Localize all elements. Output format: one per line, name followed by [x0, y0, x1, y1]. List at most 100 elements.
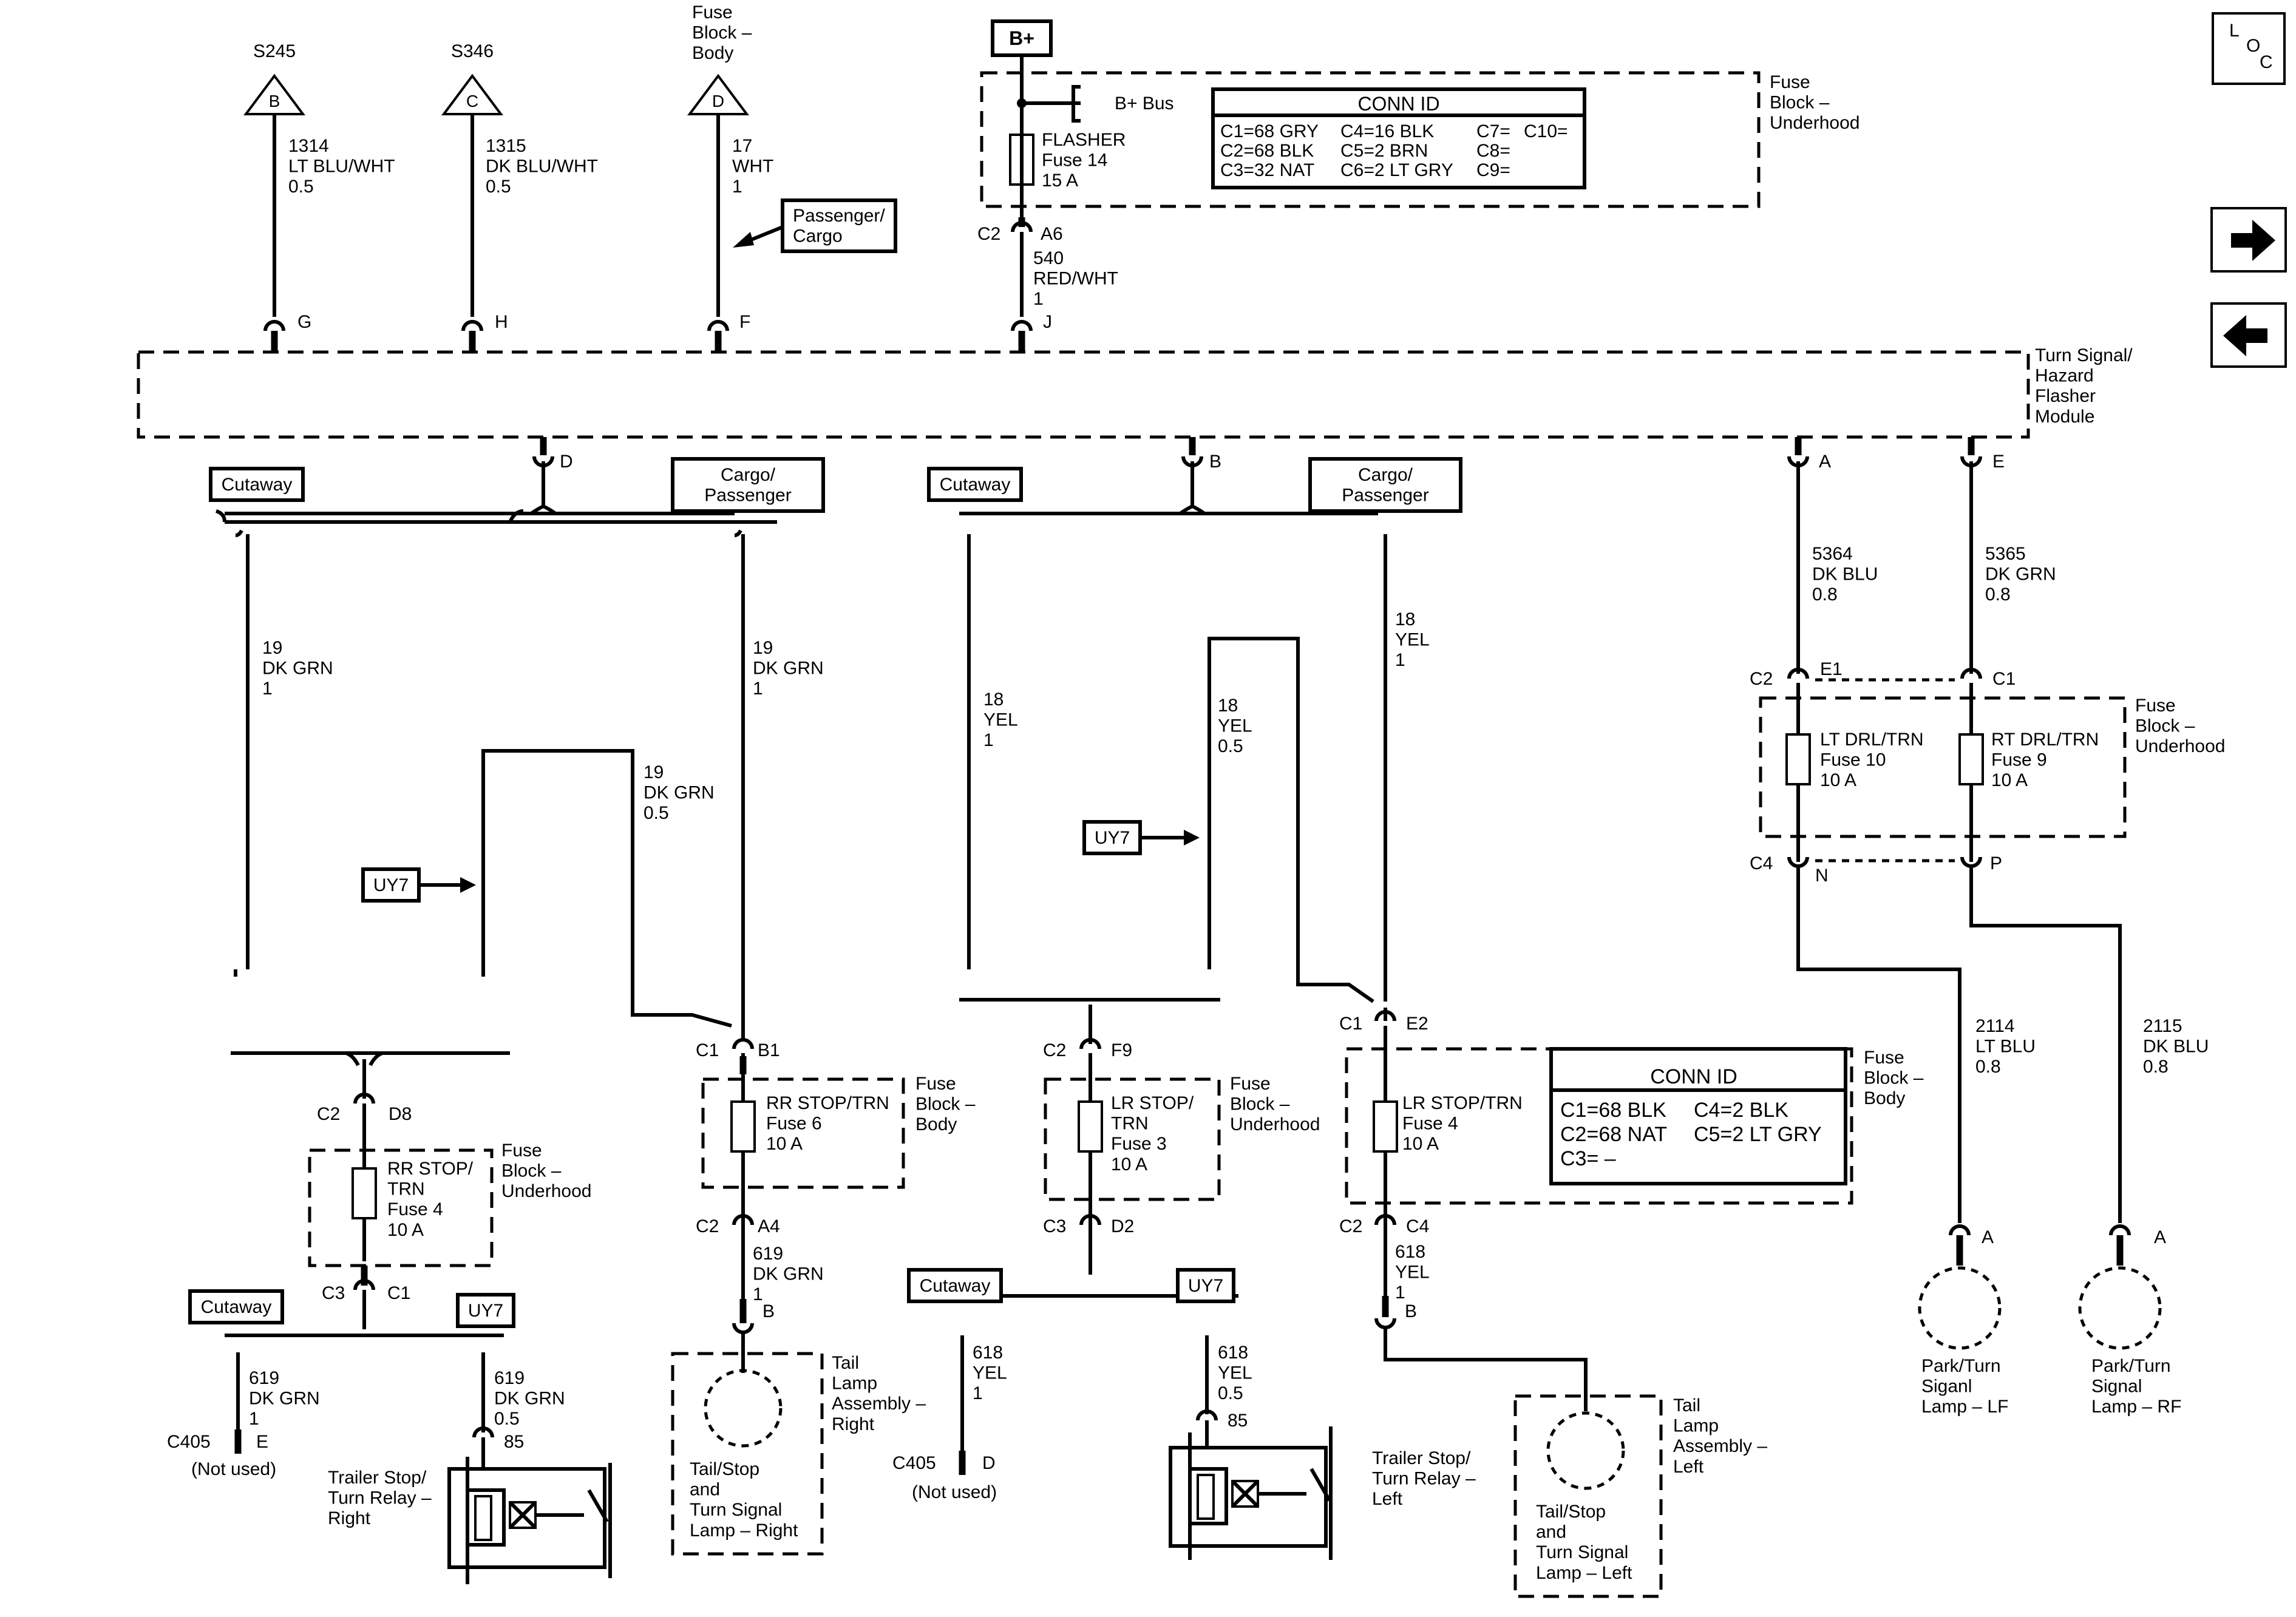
svg-text:C8=: C8=: [1476, 141, 1510, 161]
svg-text:UY7: UY7: [1188, 1276, 1223, 1296]
fuse-block-underhood-drl: [1759, 696, 2127, 838]
next-page-button[interactable]: [2210, 207, 2287, 273]
uy7-label: UY7: [456, 1293, 515, 1328]
cargo-passenger-label: Cargo/Passenger: [1308, 457, 1462, 513]
svg-text:C405: C405: [892, 1453, 936, 1473]
svg-text:D: D: [982, 1453, 996, 1473]
svg-text:C405: C405: [167, 1432, 211, 1452]
svg-text:B+: B+: [1009, 27, 1034, 49]
svg-text:C3: C3: [1043, 1216, 1066, 1236]
svg-text:C6=2 LT GRY: C6=2 LT GRY: [1340, 160, 1453, 180]
park-turn-lamp-rf: [2078, 1266, 2162, 1350]
svg-text:C4: C4: [1406, 1216, 1429, 1236]
svg-text:B1: B1: [758, 1040, 780, 1060]
svg-text:C1: C1: [387, 1283, 410, 1303]
locator-box: L O C: [2212, 12, 2286, 85]
svg-text:85: 85: [504, 1432, 524, 1452]
bplus-label: B+: [991, 19, 1053, 57]
svg-text:C2: C2: [1043, 1040, 1066, 1060]
fuse-symbol: [352, 1167, 377, 1219]
svg-text:C1=68 BLK: C1=68 BLK: [1560, 1099, 1666, 1122]
svg-text:Cargo/Passenger: Cargo/Passenger: [1342, 465, 1428, 506]
splice-name: S245: [253, 41, 296, 61]
park-turn-lamp-lf: [1918, 1266, 2002, 1350]
svg-text:J: J: [1043, 312, 1052, 332]
previous-page-button[interactable]: [2210, 302, 2287, 368]
svg-text:CONN ID: CONN ID: [1650, 1065, 1737, 1088]
arrow-right-icon: [2231, 220, 2275, 261]
svg-text:Passenger/Cargo: Passenger/Cargo: [793, 206, 885, 246]
arrow-right-icon: [1184, 830, 1200, 846]
cutaway-label: Cutaway: [927, 467, 1023, 502]
svg-text:A6: A6: [1041, 224, 1063, 244]
splice-letter: C: [466, 92, 478, 110]
svg-text:C5=2 BRN: C5=2 BRN: [1340, 141, 1428, 161]
svg-text:F: F: [739, 312, 750, 332]
svg-text:C1=68 GRY: C1=68 GRY: [1220, 121, 1319, 141]
svg-text:UY7: UY7: [373, 875, 409, 895]
svg-text:D: D: [560, 452, 573, 472]
tail-lamp-assembly-right: [671, 1352, 824, 1556]
conn-id-table-top: CONN ID C1=68 GRY C2=68 BLK C3=32 NAT C4…: [1211, 87, 1586, 189]
svg-text:N: N: [1815, 866, 1829, 886]
svg-text:C4=16 BLK: C4=16 BLK: [1340, 121, 1434, 141]
splice-s346: S346 C: [441, 41, 503, 115]
svg-text:C10=: C10=: [1524, 121, 1568, 141]
svg-text:C3= –: C3= –: [1560, 1147, 1616, 1170]
svg-text:D2: D2: [1111, 1216, 1134, 1236]
svg-text:(Not used): (Not used): [191, 1459, 276, 1479]
svg-text:C2: C2: [1750, 669, 1773, 689]
svg-text:C4: C4: [1750, 853, 1773, 873]
svg-text:Cutaway: Cutaway: [940, 475, 1011, 495]
splice-letter: D: [712, 92, 724, 110]
svg-text:C2: C2: [696, 1216, 719, 1236]
svg-text:UY7: UY7: [1095, 828, 1130, 848]
svg-text:Cutaway: Cutaway: [222, 475, 293, 495]
svg-text:C1: C1: [1992, 669, 2016, 689]
svg-text:C2: C2: [1339, 1216, 1362, 1236]
fuse-block-underhood-rr: [308, 1148, 494, 1267]
svg-text:C9=: C9=: [1476, 160, 1510, 180]
arrow-left-icon: [2223, 315, 2267, 356]
trailer-relay-right: [447, 1437, 612, 1584]
svg-text:C5=2 LT GRY: C5=2 LT GRY: [1694, 1123, 1822, 1146]
svg-text:H: H: [495, 312, 508, 332]
cargo-passenger-label: Cargo/Passenger: [671, 457, 825, 513]
svg-text:B: B: [763, 1301, 775, 1321]
cutaway-label: Cutaway: [209, 467, 305, 502]
svg-text:C3=32 NAT: C3=32 NAT: [1220, 160, 1314, 180]
splice-letter: B: [269, 92, 280, 110]
svg-text:85: 85: [1228, 1411, 1248, 1431]
